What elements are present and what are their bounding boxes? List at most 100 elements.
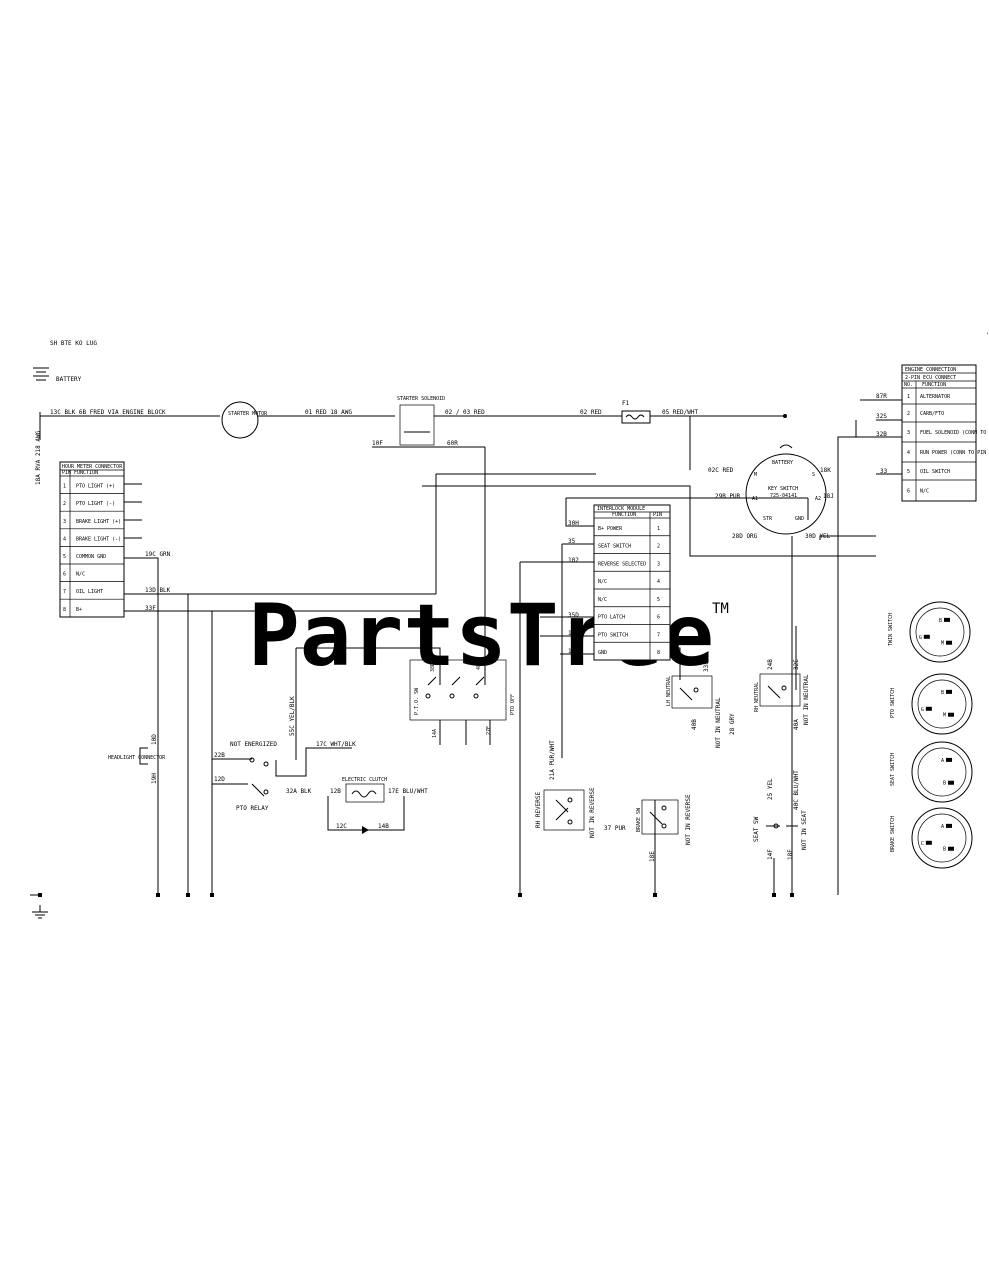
hour-meter-col-function: FUNCTION	[74, 470, 98, 476]
key-terminal-str: STR	[763, 516, 773, 522]
engine-no: 1	[907, 394, 910, 400]
wire-01: 01 RED 18 AWG	[305, 409, 352, 416]
engine-wire-32s: 32S	[876, 413, 887, 420]
engine-col-no: NO.	[904, 382, 913, 388]
rh-neutral-switch: RH NEUTRAL NOT IN NEUTRAL 24B 32E 40A	[754, 659, 810, 730]
fuse-f1: F1	[621, 400, 651, 424]
pto-relay: NOT ENERGIZED 55C YEL/BLK 17C WHT/BLK 22…	[212, 696, 356, 812]
pto-wire-38d: 38D	[430, 663, 436, 672]
module-col-function: FUNCTION	[612, 512, 636, 518]
lh-neutral-wire-28: 28 GRY	[729, 713, 736, 735]
module-wire-18h: 18H	[568, 648, 579, 655]
fuse-label: F1	[622, 400, 630, 407]
starter-motor: STARTER MOTOR	[221, 401, 268, 439]
module-wire-35: 35	[568, 538, 576, 545]
lh-neutral-label: LH NEUTRAL	[666, 676, 672, 706]
connector-pin-label: C	[921, 841, 924, 847]
brake-switch: BRAKE SW NOT IN REVERSE 18E	[636, 794, 692, 862]
module-pin: 2	[657, 544, 660, 550]
solenoid-label: STARTER SOLENOID	[397, 396, 445, 402]
hour-meter-function: B+	[76, 607, 82, 613]
engine-function: ALTERNATOR	[920, 394, 951, 400]
key-switch-title: KEY SWITCH	[768, 486, 798, 492]
engine-no: 5	[907, 469, 910, 475]
engine-subtitle: 2-PIN ECU CONNECT	[905, 375, 956, 381]
key-terminal-a2: A2	[815, 496, 821, 502]
connector-pin	[923, 634, 930, 639]
module-function: GND	[598, 650, 607, 656]
hour-meter-function: COMMON GND	[76, 554, 106, 560]
brake-wire-18e: 18E	[649, 851, 656, 862]
module-function: PTO LATCH	[598, 615, 625, 621]
relay-wire-55c: 55C YEL/BLK	[289, 696, 296, 736]
pto-switch: P.T.O. SW PTO OFF 38D 14A 48A 27E	[409, 659, 516, 745]
hour-meter-wire-19c: 19C GRN	[145, 551, 171, 558]
engine-col-function: FUNCTION	[922, 382, 946, 388]
key-wire-29b: 29B PUR	[715, 493, 741, 500]
key-wire-30d: 30D YEL	[805, 533, 831, 540]
connector-pin	[944, 617, 950, 622]
engine-function: CARB/FTO	[920, 411, 944, 417]
engine-function: OIL SWITCH	[920, 469, 950, 475]
wire-13c: 13C BLK 6B FRED VIA ENGINE BLOCK	[50, 409, 166, 416]
engine-wire-87r: 87R	[876, 393, 887, 400]
module-wire-30h: 30H	[568, 520, 579, 527]
battery-symbol: BATTERY	[33, 367, 82, 383]
engine-function: FUEL SOLENOID (CONN TO PIN 4)	[920, 430, 989, 436]
wire-10f: 10F	[372, 440, 383, 447]
hour-meter-pin: 3	[63, 519, 66, 525]
key-wire-02c: 02C RED	[708, 467, 734, 474]
hour-meter-function: OIL LIGHT	[76, 589, 103, 595]
rh-neutral-label: RH NEUTRAL	[754, 682, 760, 712]
rh-neutral-state: NOT IN NEUTRAL	[803, 674, 810, 725]
connector-pin-label: B	[939, 618, 942, 624]
relay-state: NOT ENERGIZED	[230, 741, 277, 748]
clutch-wire-12c: 12C	[336, 823, 347, 830]
connector-name: PTO SWITCH	[890, 688, 896, 718]
rh-reverse-wire-37: 37 PUR	[604, 825, 626, 832]
pto-switch-state: PTO OFF	[510, 694, 516, 715]
rh-reverse-state: NOT IN REVERSE	[589, 787, 596, 838]
module-function: B+ POWER	[598, 526, 623, 532]
rh-neutral-wire-40a: 40A	[793, 719, 800, 730]
seat-wire-14f: 14F	[767, 849, 774, 860]
key-terminal-gnd: GND	[795, 516, 804, 522]
module-function: N/C	[598, 597, 607, 603]
engine-function: RUN POWER (CONN TO PIN 3)	[920, 450, 989, 456]
starter-label: STARTER MOTOR	[228, 411, 268, 417]
module-pin: 8	[657, 650, 660, 656]
watermark-trademark: TM	[712, 601, 729, 617]
hour-meter-function: BRAKE LIGHT (-)	[76, 536, 121, 542]
hour-meter-pin: 8	[63, 607, 66, 613]
connector-pin-label: B	[943, 847, 946, 853]
connector-pin-label: A	[941, 758, 944, 764]
ground-junctions	[32, 893, 794, 919]
connector-pin-label: M	[941, 641, 944, 647]
connector-outline	[911, 807, 973, 869]
connector-pin	[946, 689, 952, 694]
connector-inner	[915, 607, 965, 657]
starter-solenoid: STARTER SOLENOID	[397, 396, 445, 446]
hour-meter-col-pin: PIN	[62, 470, 71, 476]
connector-inner	[917, 679, 967, 729]
seat-switch: SEAT SW NOT IN SEAT 25 YEL 40C BLU/WHT 1…	[753, 770, 808, 860]
headlight-wire-19h: 19H	[151, 773, 158, 784]
pto-wire-48a: 48A	[476, 661, 482, 670]
module-pin: 3	[657, 561, 660, 567]
module-pin: 5	[657, 597, 660, 603]
engine-no: 3	[907, 430, 910, 436]
module-function: SEAT SWITCH	[598, 544, 631, 550]
clutch-wire-12b: 12B	[330, 788, 341, 795]
rh-reverse-label: RH REVERSE	[535, 791, 542, 828]
module-wire-35d: 35D	[568, 612, 579, 619]
connector-outline	[911, 741, 973, 803]
key-wire-18k: 18K	[820, 467, 831, 474]
edge-mark: '	[986, 332, 989, 339]
seat-wire-25: 25 YEL	[767, 778, 774, 800]
key-wire-28d: 28D ORG	[732, 533, 758, 540]
hour-meter-wire-33f: 33F	[145, 605, 156, 612]
